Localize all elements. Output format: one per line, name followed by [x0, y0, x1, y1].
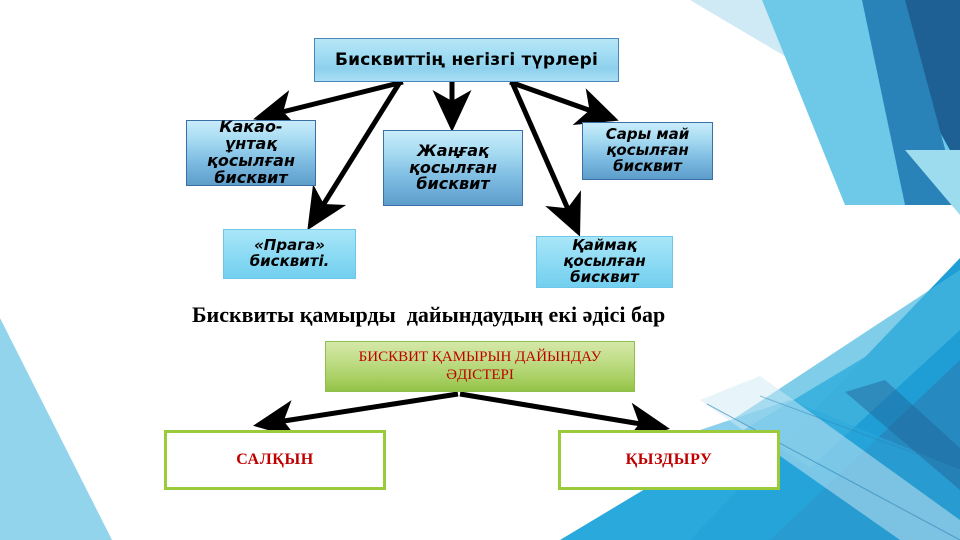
header-line-1: БИСКВИТ ҚАМЫРЫН ДАЙЫНДАУ: [358, 348, 602, 365]
shape-top-right-cyan: [762, 0, 960, 205]
node-label: Жаңғақ қосылған бисквит: [408, 140, 498, 194]
node-label: Сары май қосылған бисквит: [605, 125, 690, 175]
node-title-main-biscuit-types[interactable]: Бисквиттің негізгі түрлері: [314, 38, 619, 82]
node-nut-biscuit[interactable]: Жаңғақ қосылған бисквит: [383, 130, 523, 206]
shape-top-right-deep: [866, 0, 960, 168]
node-label: САЛҚЫН: [236, 450, 314, 468]
shape-hairline-b: [759, 395, 960, 471]
arrow-header-to-salkyn: [253, 391, 459, 439]
shape-top-right-pale: [690, 0, 960, 160]
arrow-title-to-kakao: [253, 79, 404, 129]
header-line-2: ӘДІСТЕРІ: [446, 366, 514, 383]
node-method-kyzdyru[interactable]: ҚЫЗДЫРУ: [558, 430, 780, 490]
node-kakao-powder-biscuit[interactable]: Какао- ұнтақ қосылған бисквит: [186, 117, 316, 187]
node-label: Какао- ұнтақ қосылған бисквит: [206, 117, 296, 187]
shape-top-right-steel: [862, 0, 960, 205]
node-butter-biscuit[interactable]: Сары май қосылған бисквит: [582, 122, 713, 180]
section-caption: Бисквиты қамырды дайындаудың екі әдісі б…: [192, 302, 666, 327]
arrow-header-to-kyzdyru: [459, 391, 670, 442]
shape-bottom-right-dark: [845, 380, 960, 490]
node-dough-methods-header[interactable]: БИСКВИТ ҚАМЫРЫН ДАЙЫНДАУ ӘДІСТЕРІ: [325, 341, 635, 392]
node-method-salkyn[interactable]: САЛҚЫН: [164, 430, 386, 490]
node-label: ҚЫЗДЫРУ: [625, 450, 713, 468]
shape-bottom-right-cyan: [560, 300, 960, 540]
node-praga-biscuit[interactable]: «Прага» бисквиті.: [223, 229, 356, 279]
node-label: Қаймақ қосылған бисквит: [563, 236, 646, 286]
node-label: Бисквиттің негізгі түрлері: [334, 49, 599, 70]
node-sour-cream-biscuit[interactable]: Қаймақ қосылған бисквит: [536, 236, 673, 288]
shape-top-right-chip: [905, 150, 960, 215]
shape-bottom-left-triangle: [0, 318, 112, 540]
shape-bottom-right-steel: [770, 360, 960, 540]
shape-bottom-right-mid: [690, 258, 960, 540]
node-label: «Прага» бисквиті.: [249, 236, 330, 270]
arrow-title-to-sarymay: [509, 79, 619, 125]
